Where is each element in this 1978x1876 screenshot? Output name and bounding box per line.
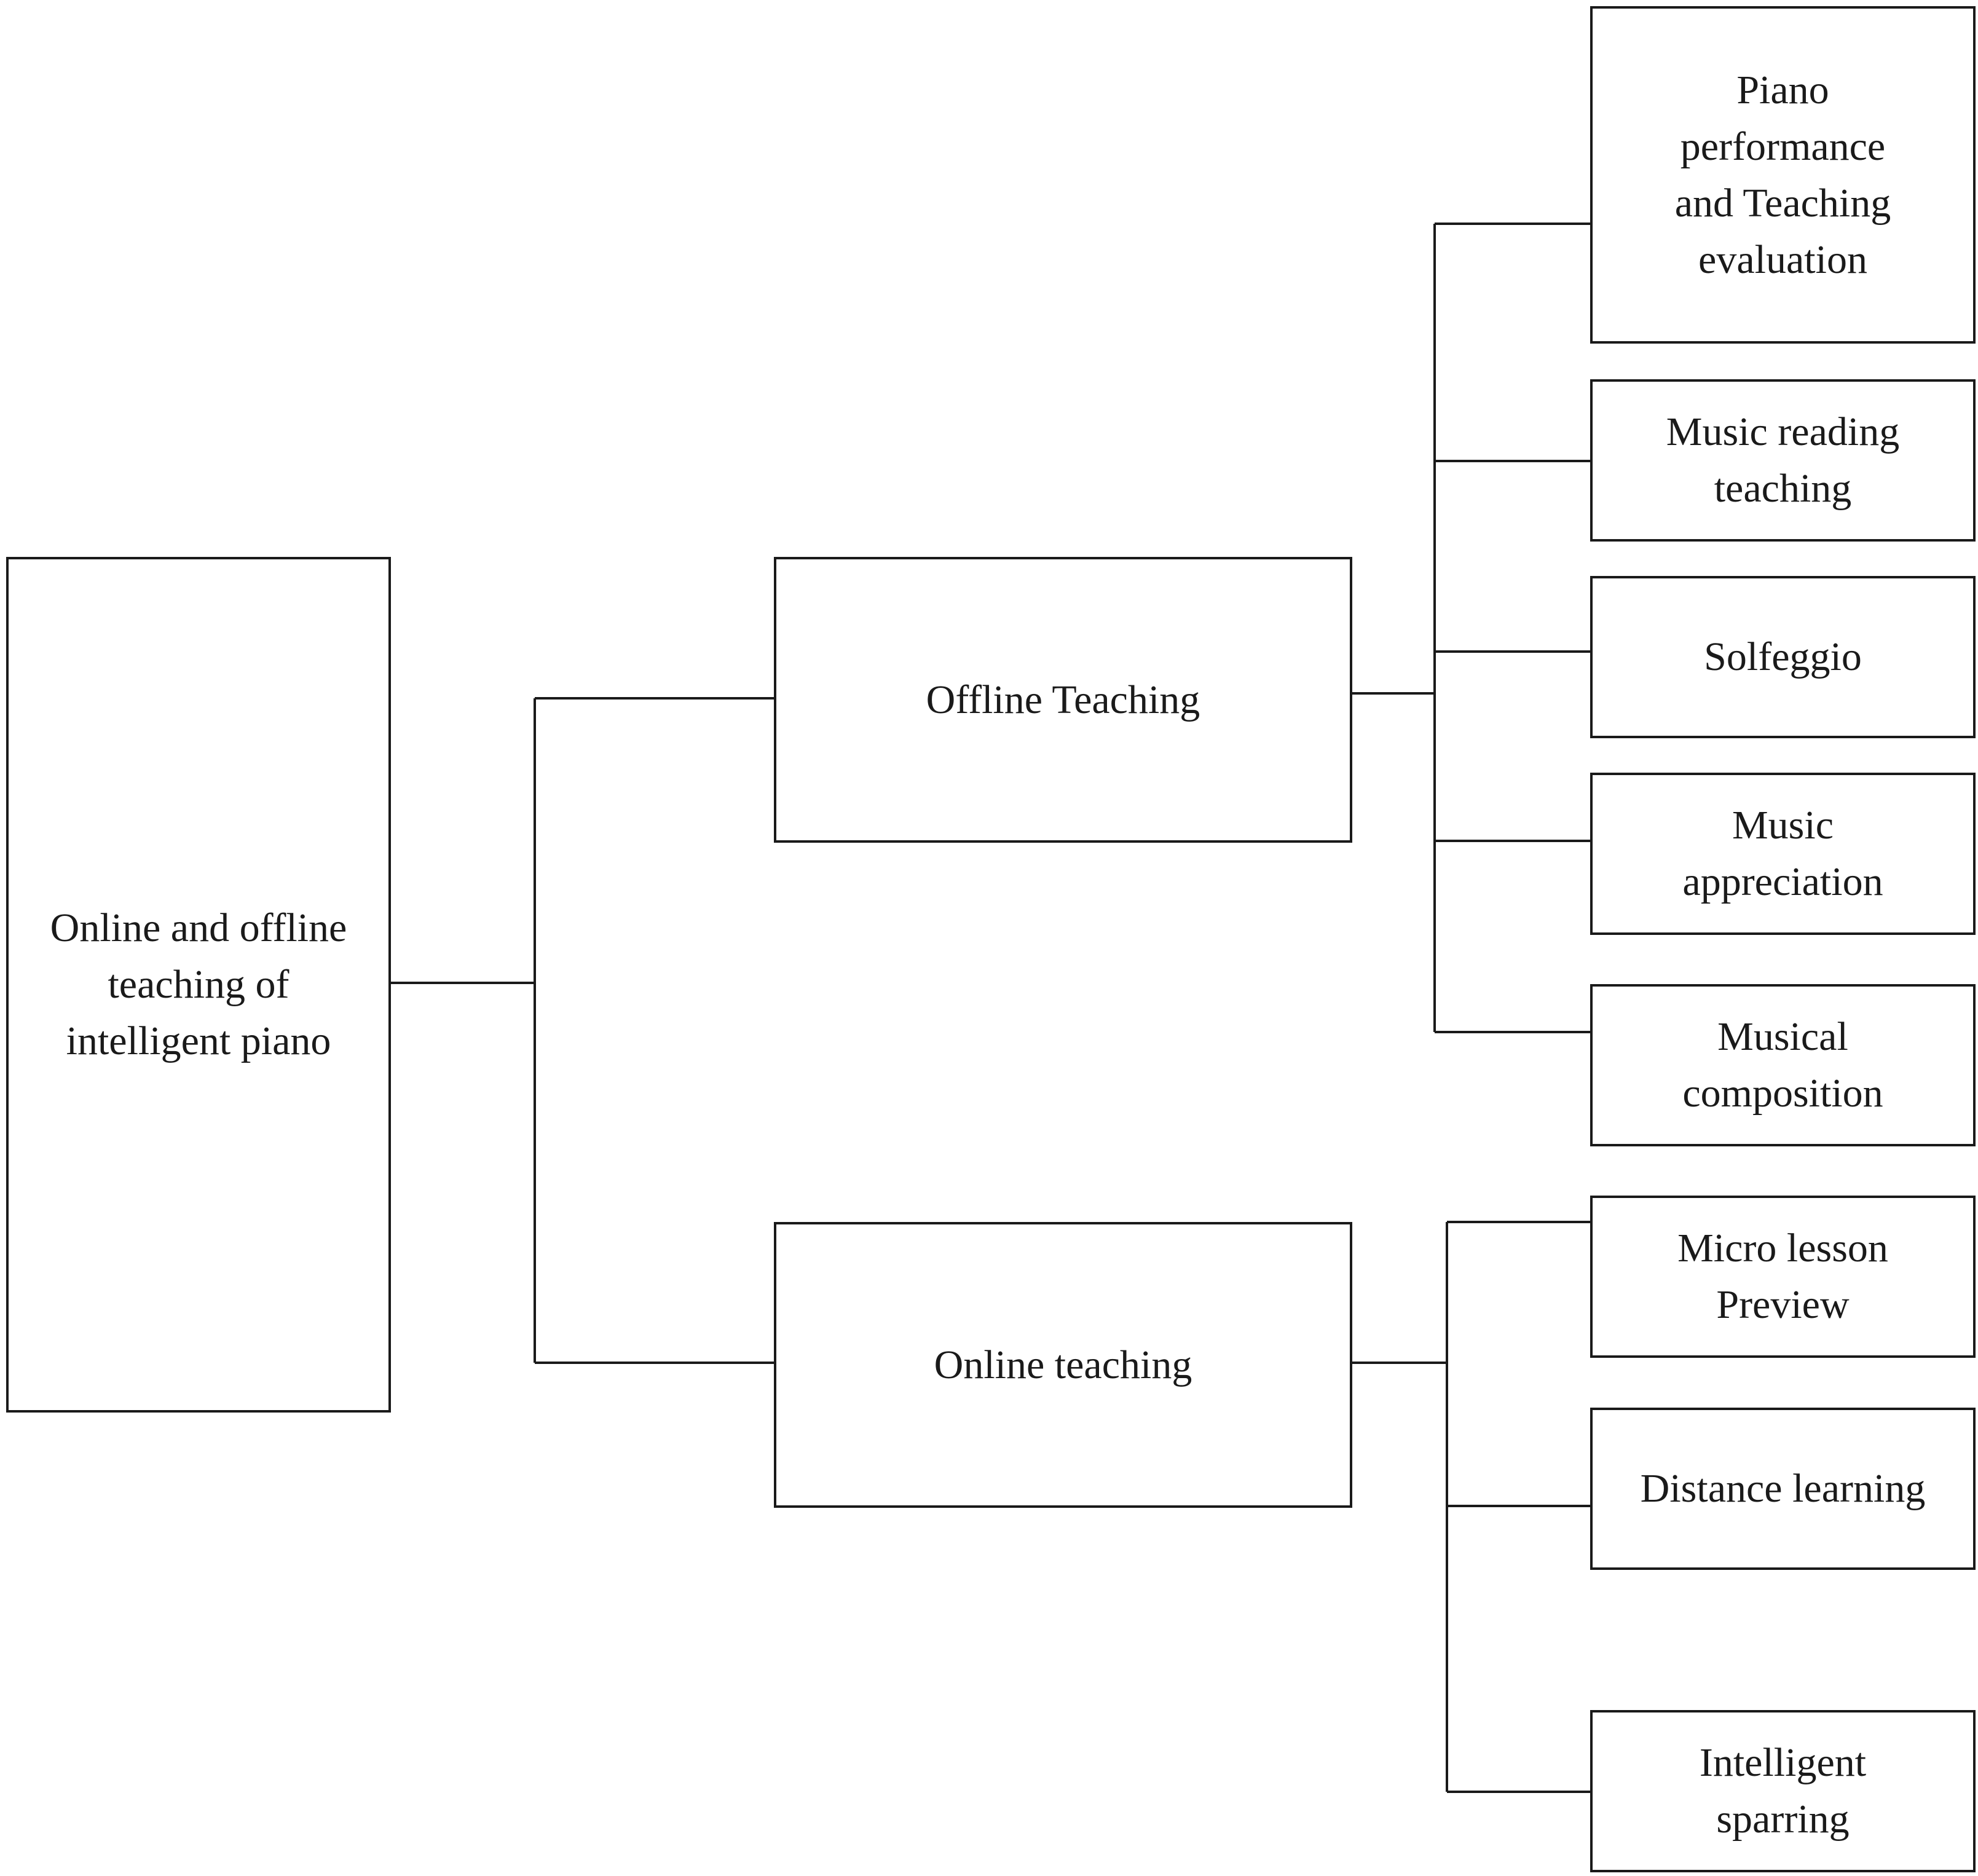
musical-composition-label: Musical composition [1682, 1014, 1883, 1116]
online-teaching-label: Online teaching [934, 1342, 1192, 1387]
intelligent-sparring-label: Intelligent sparring [1699, 1740, 1867, 1842]
music-appreciation-node: Music appreciation [1590, 773, 1976, 935]
distance-learning-label: Distance learning [1640, 1466, 1926, 1511]
offline-teaching-label: Offline Teaching [926, 677, 1200, 722]
root-node: Online and offline teaching of intellige… [6, 557, 391, 1413]
micro-lesson-node: Micro lesson Preview [1590, 1196, 1976, 1358]
online-teaching-node: Online teaching [774, 1222, 1352, 1508]
solfeggio-node: Solfeggio [1590, 576, 1976, 738]
offline-teaching-node: Offline Teaching [774, 557, 1352, 843]
musical-composition-node: Musical composition [1590, 984, 1976, 1146]
root-node-label: Online and offline teaching of intellige… [50, 905, 347, 1063]
solfeggio-label: Solfeggio [1704, 634, 1862, 679]
intelligent-sparring-node: Intelligent sparring [1590, 1710, 1976, 1872]
music-reading-node: Music reading teaching [1590, 379, 1976, 542]
music-appreciation-label: Music appreciation [1682, 803, 1883, 904]
micro-lesson-label: Micro lesson Preview [1677, 1226, 1888, 1327]
piano-performance-label: Piano performance and Teaching evaluatio… [1674, 67, 1891, 282]
piano-performance-node: Piano performance and Teaching evaluatio… [1590, 6, 1976, 344]
music-reading-label: Music reading teaching [1666, 409, 1900, 511]
distance-learning-node: Distance learning [1590, 1408, 1976, 1570]
